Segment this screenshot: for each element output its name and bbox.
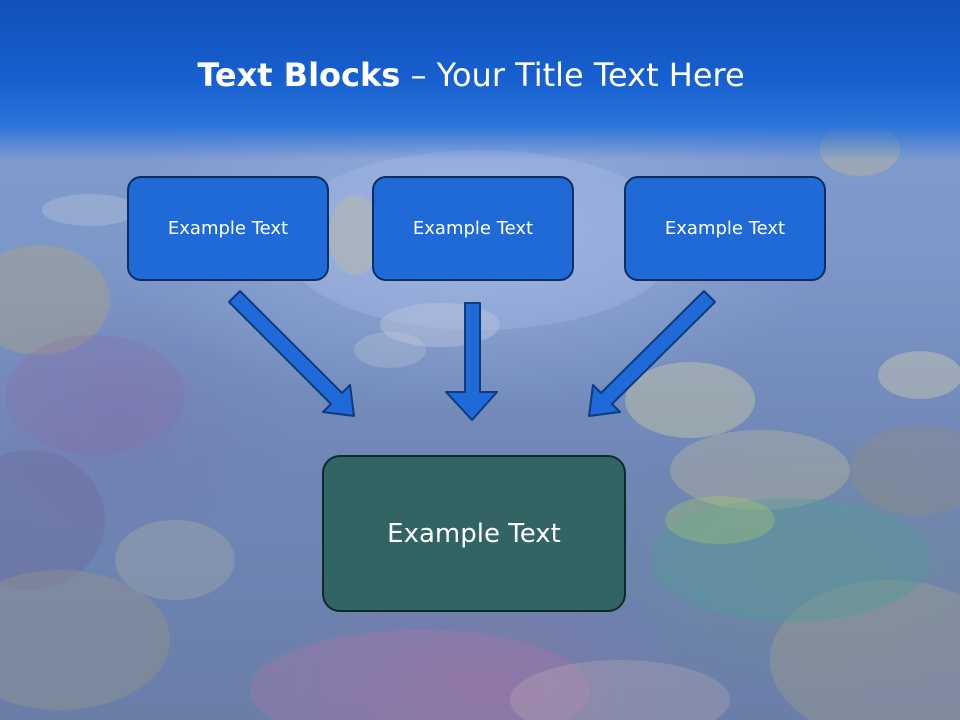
title-band <box>0 0 960 160</box>
text-block-3-label: Example Text <box>664 218 786 239</box>
text-block-2-label: Example Text <box>412 218 534 239</box>
title-dash: – <box>400 56 437 94</box>
title-bold: Text Blocks <box>197 56 401 94</box>
text-block-2[interactable]: Example Text <box>372 176 574 281</box>
text-block-3[interactable]: Example Text <box>624 176 826 281</box>
text-block-1[interactable]: Example Text <box>127 176 329 281</box>
title-rest: Your Title Text Here <box>436 56 745 94</box>
arrow-down-right-icon <box>228 290 355 417</box>
main-text-block-label: Example Text <box>387 518 561 549</box>
arrow-down-left-icon <box>588 290 716 417</box>
text-block-1-label: Example Text <box>167 218 289 239</box>
slide-title: Text Blocks – Your Title Text Here <box>0 55 942 95</box>
main-text-block[interactable]: Example Text <box>322 455 626 612</box>
arrow-down-icon <box>445 302 498 421</box>
